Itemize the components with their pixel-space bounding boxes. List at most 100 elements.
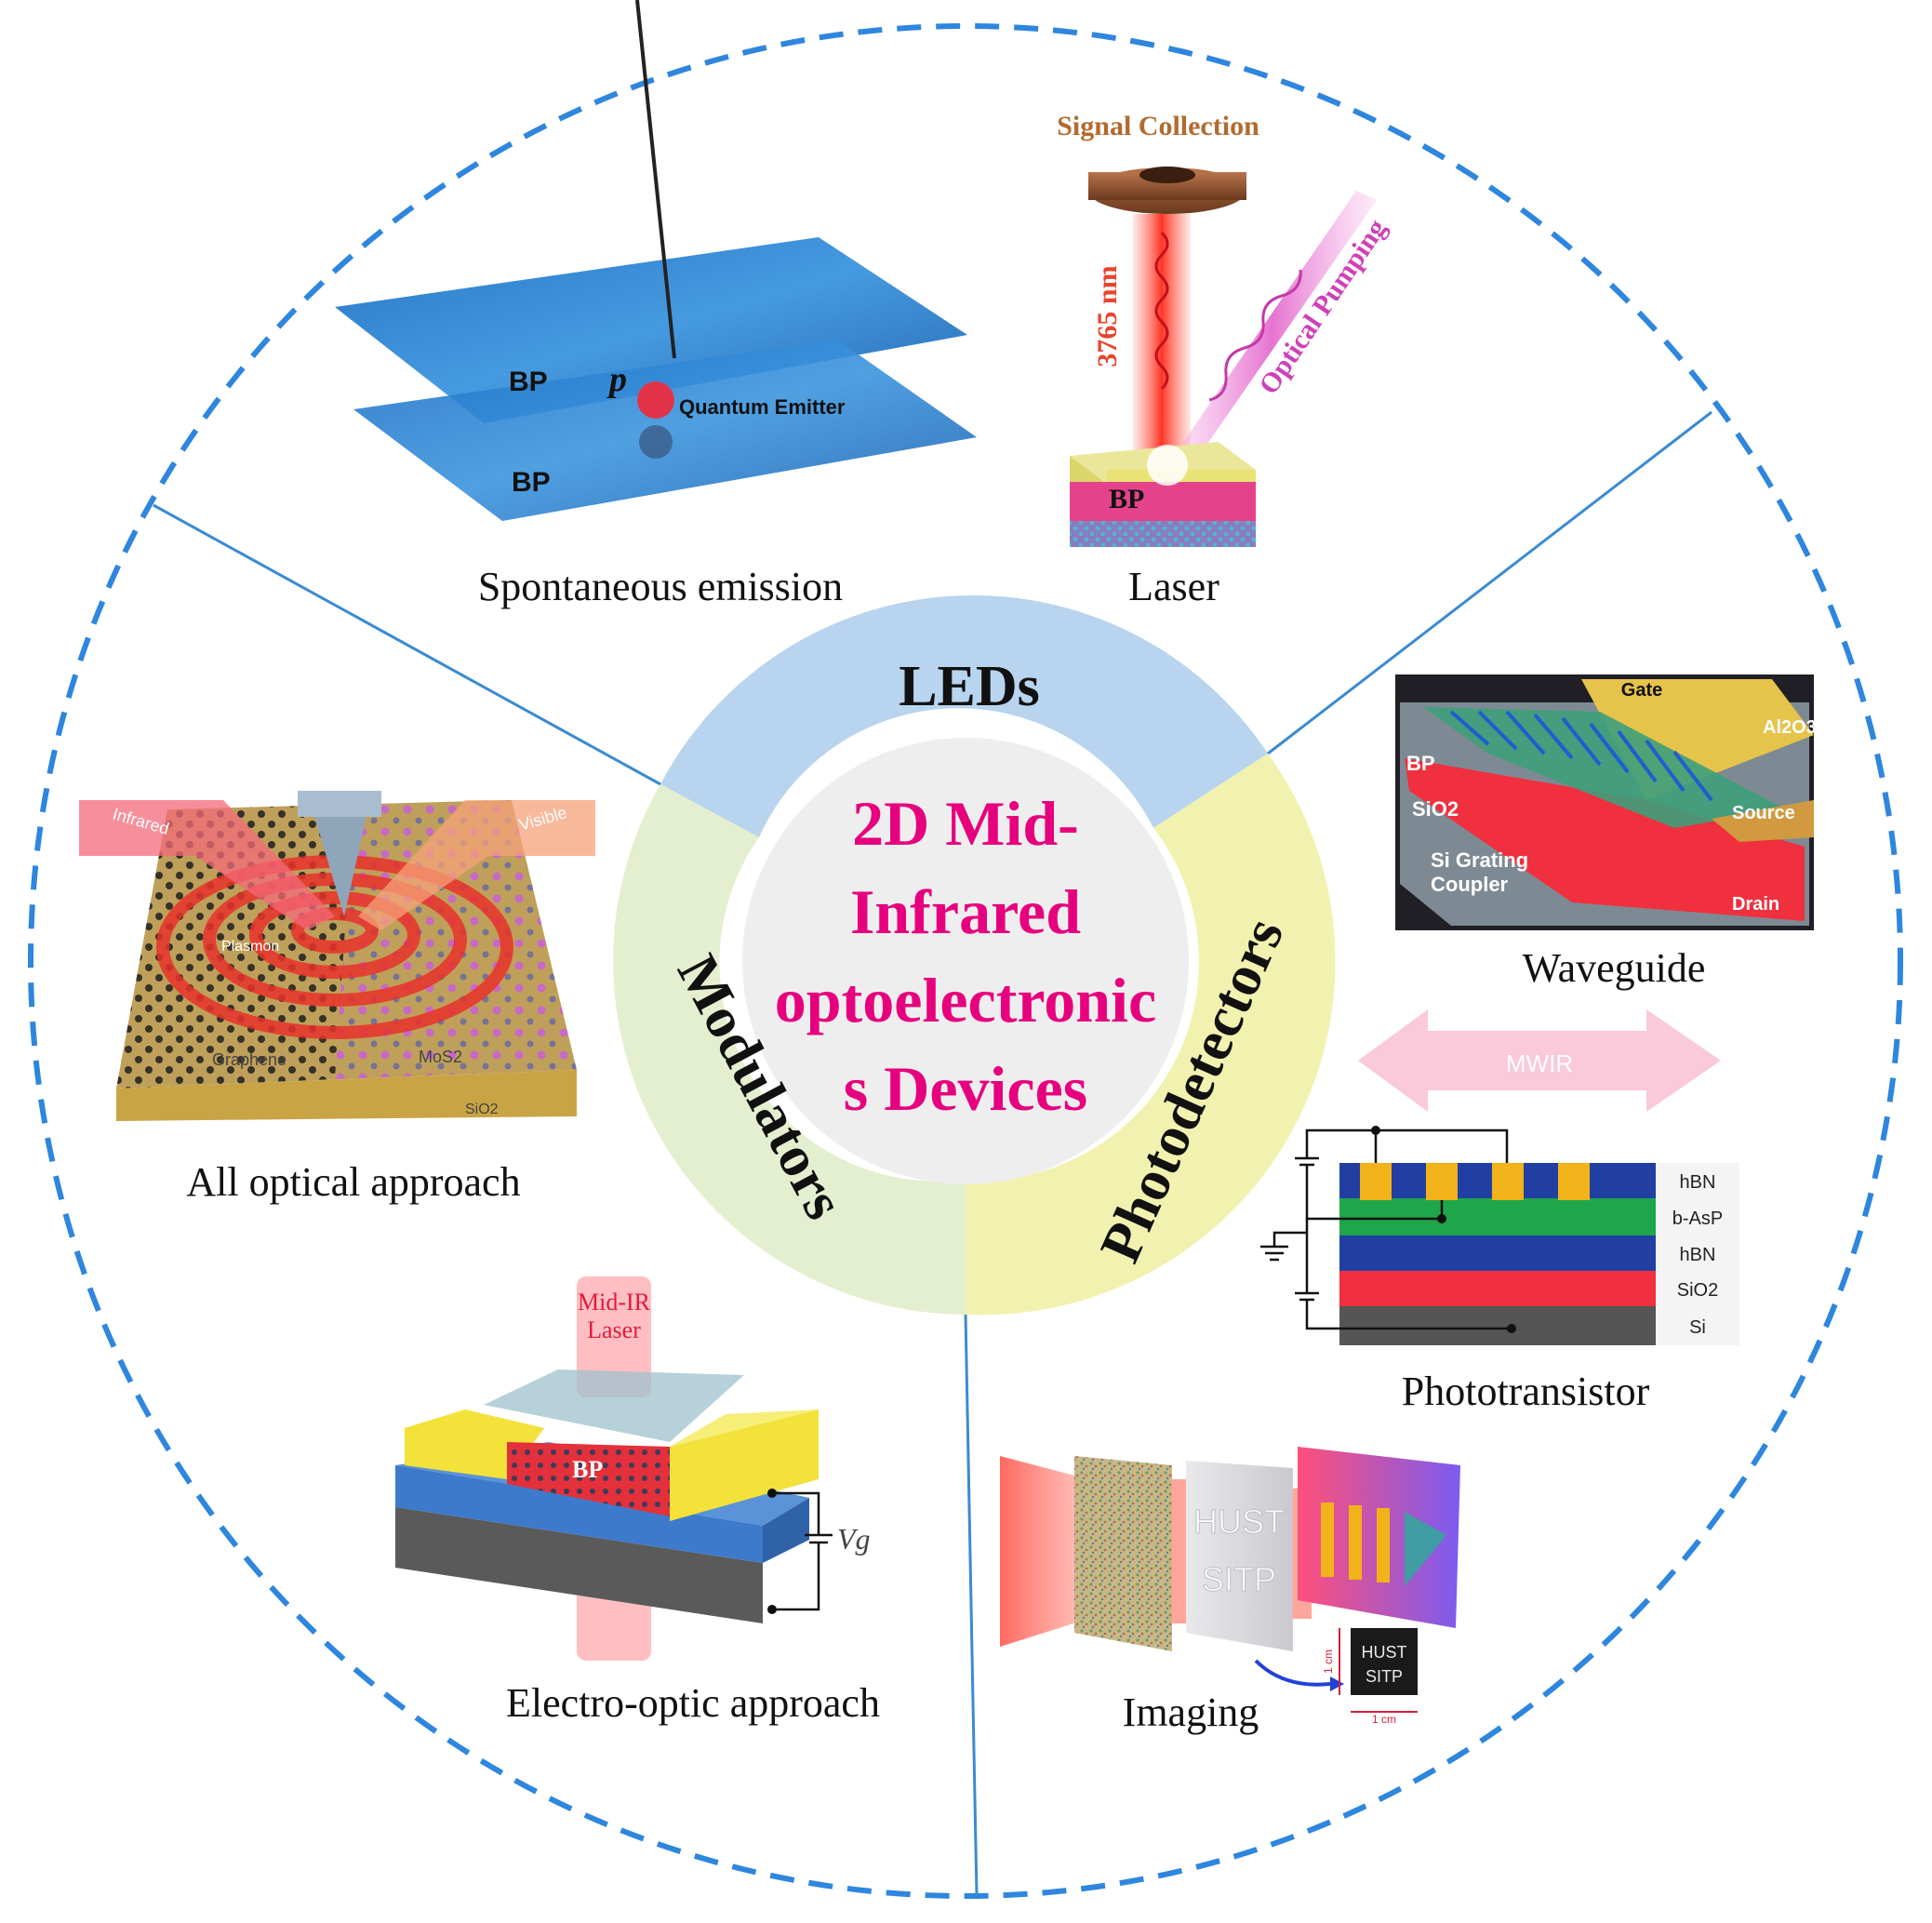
imaging-result-arrow bbox=[1254, 1659, 1331, 1687]
imaging-object-card bbox=[1074, 1456, 1172, 1651]
caption-laser: Laser bbox=[1128, 564, 1219, 609]
eo-substrate-blue-side bbox=[763, 1498, 809, 1563]
quantum-emitter-label: Quantum Emitter bbox=[679, 395, 846, 419]
source-label: Source bbox=[1732, 803, 1795, 823]
layer-si bbox=[1339, 1306, 1656, 1345]
imaging-result-box bbox=[1351, 1628, 1418, 1695]
mask-text-2: SITP bbox=[1202, 1560, 1276, 1598]
laser-spot bbox=[1147, 445, 1188, 486]
sio2-substrate-label: SiO2 bbox=[465, 1102, 499, 1117]
layer-label-si: Si bbox=[1689, 1317, 1706, 1338]
al2o3-label: Al2O3 bbox=[1763, 717, 1817, 738]
layer-label-hbn-bottom: hBN bbox=[1680, 1245, 1716, 1265]
detector-bars bbox=[1321, 1502, 1390, 1582]
sector-leds bbox=[660, 594, 1268, 837]
grating-coupler-label-1: Si Grating bbox=[1431, 848, 1528, 872]
laser-chip-substrate bbox=[1070, 521, 1256, 547]
drain-label: Drain bbox=[1732, 894, 1779, 915]
gate-label: Gate bbox=[1621, 680, 1662, 701]
outer-dashed-circle bbox=[28, 23, 1903, 1899]
afm-cantilever bbox=[298, 791, 381, 817]
center-ring bbox=[613, 594, 1336, 1315]
scale-x-label: 1 cm bbox=[1372, 1713, 1396, 1726]
result-text-1: HUST bbox=[1362, 1643, 1407, 1662]
electrode-pads bbox=[1360, 1163, 1590, 1200]
laser-bp-label: BP bbox=[1109, 484, 1144, 514]
center-title: 2D Mid- Infrared optoelectronic s Device… bbox=[775, 788, 1156, 1124]
wire-node-2 bbox=[1437, 1214, 1446, 1223]
layer-basp bbox=[1339, 1198, 1656, 1235]
waveguide-red bbox=[1405, 758, 1805, 921]
result-text-2: SITP bbox=[1366, 1667, 1403, 1686]
mwir-arrow bbox=[1358, 1009, 1721, 1112]
dipole-label: p bbox=[606, 360, 627, 399]
caption-spontaneous-emission: Spontaneous emission bbox=[478, 564, 843, 609]
panel-laser: Signal Collection 3765 nm Optical Pumpin… bbox=[1057, 111, 1392, 609]
eo-gold-right-top bbox=[670, 1409, 819, 1447]
panel-all-optical: Infrared Visible Plasmon Graphene MoS2 S… bbox=[79, 791, 595, 1205]
mos2-label: MoS2 bbox=[419, 1048, 462, 1066]
emitter-shadow bbox=[639, 425, 673, 459]
panel-phototransistor: MWIR hBN bbox=[1260, 1009, 1739, 1414]
eo-substrate-grey bbox=[395, 1507, 763, 1623]
laser-chip-pink bbox=[1070, 482, 1256, 521]
imaging-mask bbox=[1186, 1461, 1293, 1651]
eo-node-1 bbox=[767, 1489, 777, 1498]
emission-beam bbox=[1133, 214, 1191, 465]
eo-top-dielectric bbox=[484, 1369, 744, 1442]
grating-ridges bbox=[1449, 710, 1713, 802]
infrared-beam bbox=[79, 800, 335, 930]
divider-right bbox=[1267, 410, 1712, 755]
pump-wave bbox=[1208, 269, 1302, 402]
grating-coupler-label-2: Coupler bbox=[1431, 873, 1509, 896]
sector-photodetectors bbox=[966, 754, 1336, 1315]
panel-spontaneous-emission: BP BP p Quantum Emitter Spontaneous emis… bbox=[335, 0, 977, 609]
eo-node-2 bbox=[767, 1605, 777, 1614]
detector-triangle bbox=[1405, 1512, 1446, 1586]
eo-substrate-blue-front bbox=[395, 1465, 763, 1563]
wire-node-1 bbox=[1371, 1126, 1380, 1135]
eo-bp-label: BP bbox=[572, 1456, 603, 1483]
caption-all-optical: All optical approach bbox=[186, 1159, 520, 1205]
midir-label-1: Mid-IR bbox=[578, 1289, 651, 1315]
quantum-emitter-dot bbox=[637, 381, 674, 419]
pump-beam bbox=[1167, 191, 1377, 474]
imaging-red-beam bbox=[1000, 1456, 1088, 1647]
center-title-line-3: optoelectronic bbox=[775, 965, 1156, 1035]
imaging-result-arrowhead bbox=[1330, 1676, 1344, 1691]
panel-imaging: HUST SITP HUST SITP 1 cm 1 cm Imaging bbox=[1000, 1447, 1460, 1735]
caption-waveguide: Waveguide bbox=[1523, 945, 1706, 991]
center-title-line-1: 2D Mid- bbox=[852, 788, 1079, 859]
divider-bottom bbox=[964, 1313, 979, 1896]
layer-label-basp: b-AsP bbox=[1672, 1209, 1723, 1229]
scale-y-label: 1 cm bbox=[1322, 1649, 1335, 1674]
afm-tip bbox=[307, 791, 372, 916]
wavelength-label: 3765 nm bbox=[1092, 265, 1123, 367]
mwir-label: MWIR bbox=[1506, 1049, 1573, 1077]
layer-label-column bbox=[1656, 1163, 1739, 1345]
plasmon-label: Plasmon bbox=[221, 939, 279, 955]
waveguide-green-layer bbox=[1423, 707, 1786, 828]
waveguide-sio2-label: SiO2 bbox=[1412, 797, 1459, 821]
category-leds: LEDs bbox=[899, 655, 1040, 718]
divider-left bbox=[153, 503, 661, 786]
caption-imaging: Imaging bbox=[1123, 1689, 1259, 1735]
wire-node-3 bbox=[1507, 1324, 1516, 1333]
layer-label-hbn-top: hBN bbox=[1680, 1172, 1716, 1193]
inner-circle bbox=[742, 738, 1189, 1184]
circuit-wires bbox=[1260, 1128, 1512, 1330]
center-title-line-4: s Devices bbox=[844, 1053, 1087, 1124]
center-title-line-2: Infrared bbox=[850, 876, 1081, 947]
layer-hbn-bottom bbox=[1339, 1235, 1656, 1271]
substrate-front bbox=[116, 1070, 577, 1121]
panel-electro-optic: Mid-IR Laser BP Vg Electro-optic approac… bbox=[395, 1276, 880, 1726]
panel-waveguide: Gate Al2O3 BP SiO2 Si Grating Coupler So… bbox=[1395, 674, 1817, 991]
midir-label-2: Laser bbox=[587, 1316, 641, 1343]
caption-phototransistor: Phototransistor bbox=[1402, 1369, 1650, 1414]
bp-top-label: BP bbox=[509, 367, 548, 397]
eo-bp-channel bbox=[507, 1442, 670, 1516]
collection-ring-hole bbox=[1139, 167, 1195, 183]
vg-label: Vg bbox=[837, 1522, 871, 1556]
layer-sio2 bbox=[1339, 1271, 1656, 1306]
